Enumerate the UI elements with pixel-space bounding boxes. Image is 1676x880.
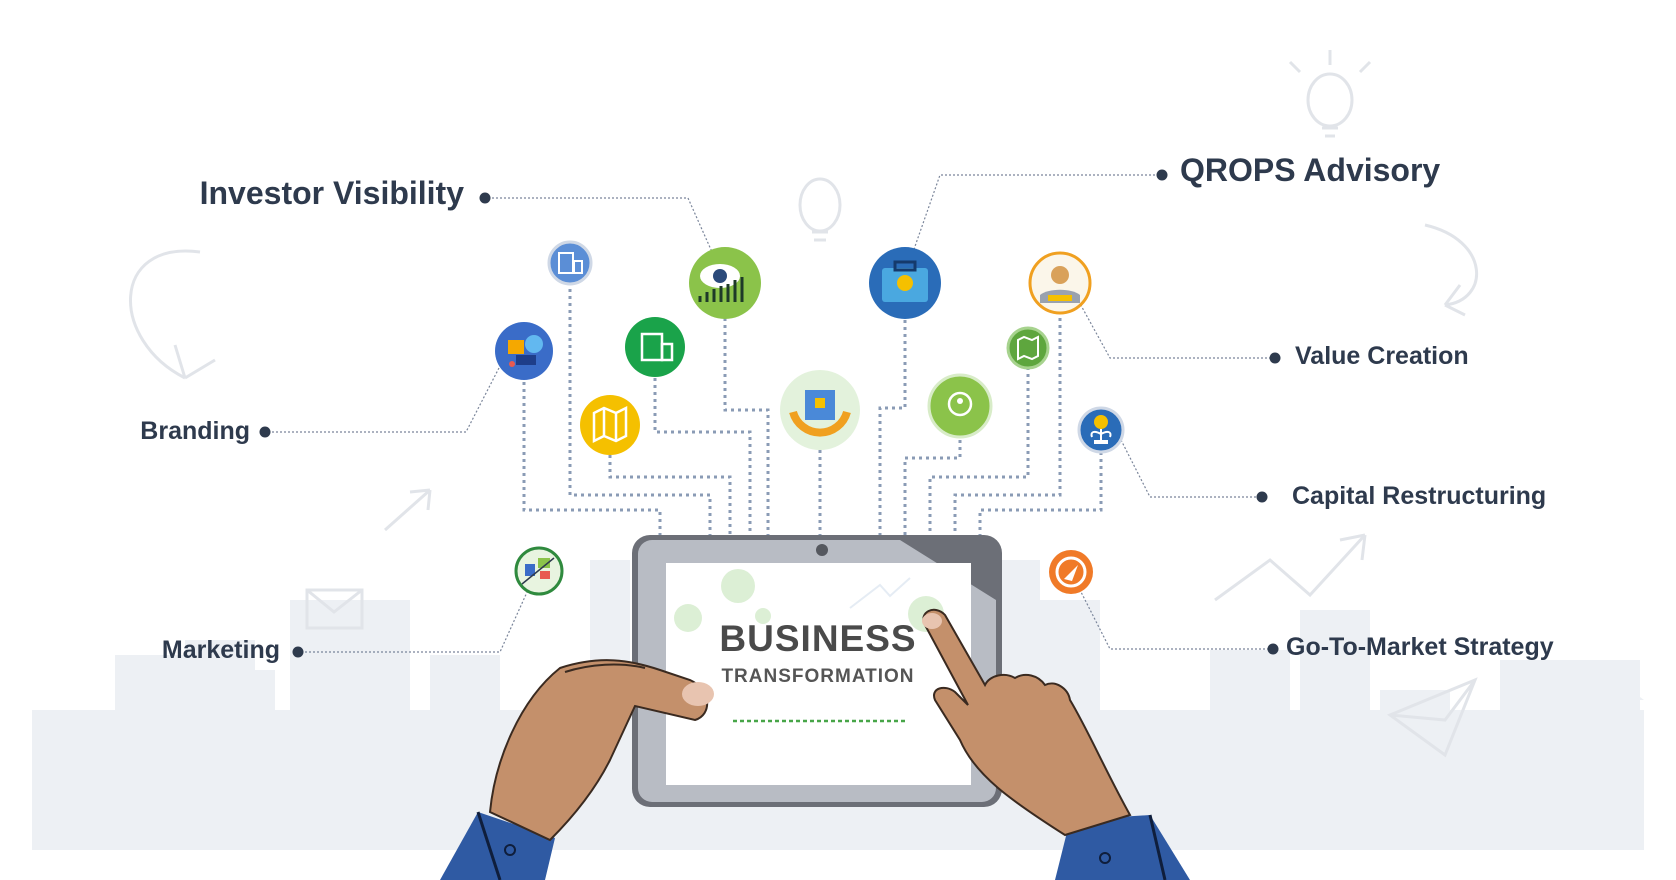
marketing-icon — [514, 546, 564, 596]
center-title: BUSINESS — [719, 618, 917, 659]
label-branding: Branding — [140, 417, 250, 445]
label-capital-restructuring: Capital Restructuring — [1292, 482, 1547, 510]
left-hand — [440, 659, 714, 880]
connector-node-office-building — [625, 317, 685, 377]
center-subtitle: TRANSFORMATION — [721, 666, 915, 687]
leader-lines — [268, 174, 1275, 653]
investor-visibility-icon — [689, 247, 761, 319]
right-hand — [922, 608, 1190, 880]
label-go-to-market-strategy: Go-To-Market Strategy — [1286, 633, 1554, 661]
sketch-decorations — [129, 50, 1478, 758]
label-value-creation: Value Creation — [1295, 342, 1469, 370]
label-marketing: Marketing — [161, 636, 280, 664]
connector-node-building-small — [547, 240, 593, 286]
label-dots — [259, 169, 1281, 658]
tablet-device — [632, 535, 1002, 807]
connector-lines — [522, 282, 1103, 535]
branding-icon — [495, 322, 553, 380]
label-qrops-advisory: QROPS Advisory — [1180, 152, 1441, 188]
connector-node-location — [927, 373, 993, 439]
label-investor-visibility: Investor Visibility — [199, 175, 464, 211]
connector-node-map-small — [1006, 326, 1050, 370]
qrops-advisory-icon — [869, 247, 941, 319]
value-creation-icon — [1028, 251, 1092, 315]
go-to-market-icon — [1049, 550, 1093, 594]
capital-restructuring-icon — [1077, 406, 1125, 454]
connector-node-map — [580, 395, 640, 455]
connector-node-building-gear — [780, 370, 860, 450]
